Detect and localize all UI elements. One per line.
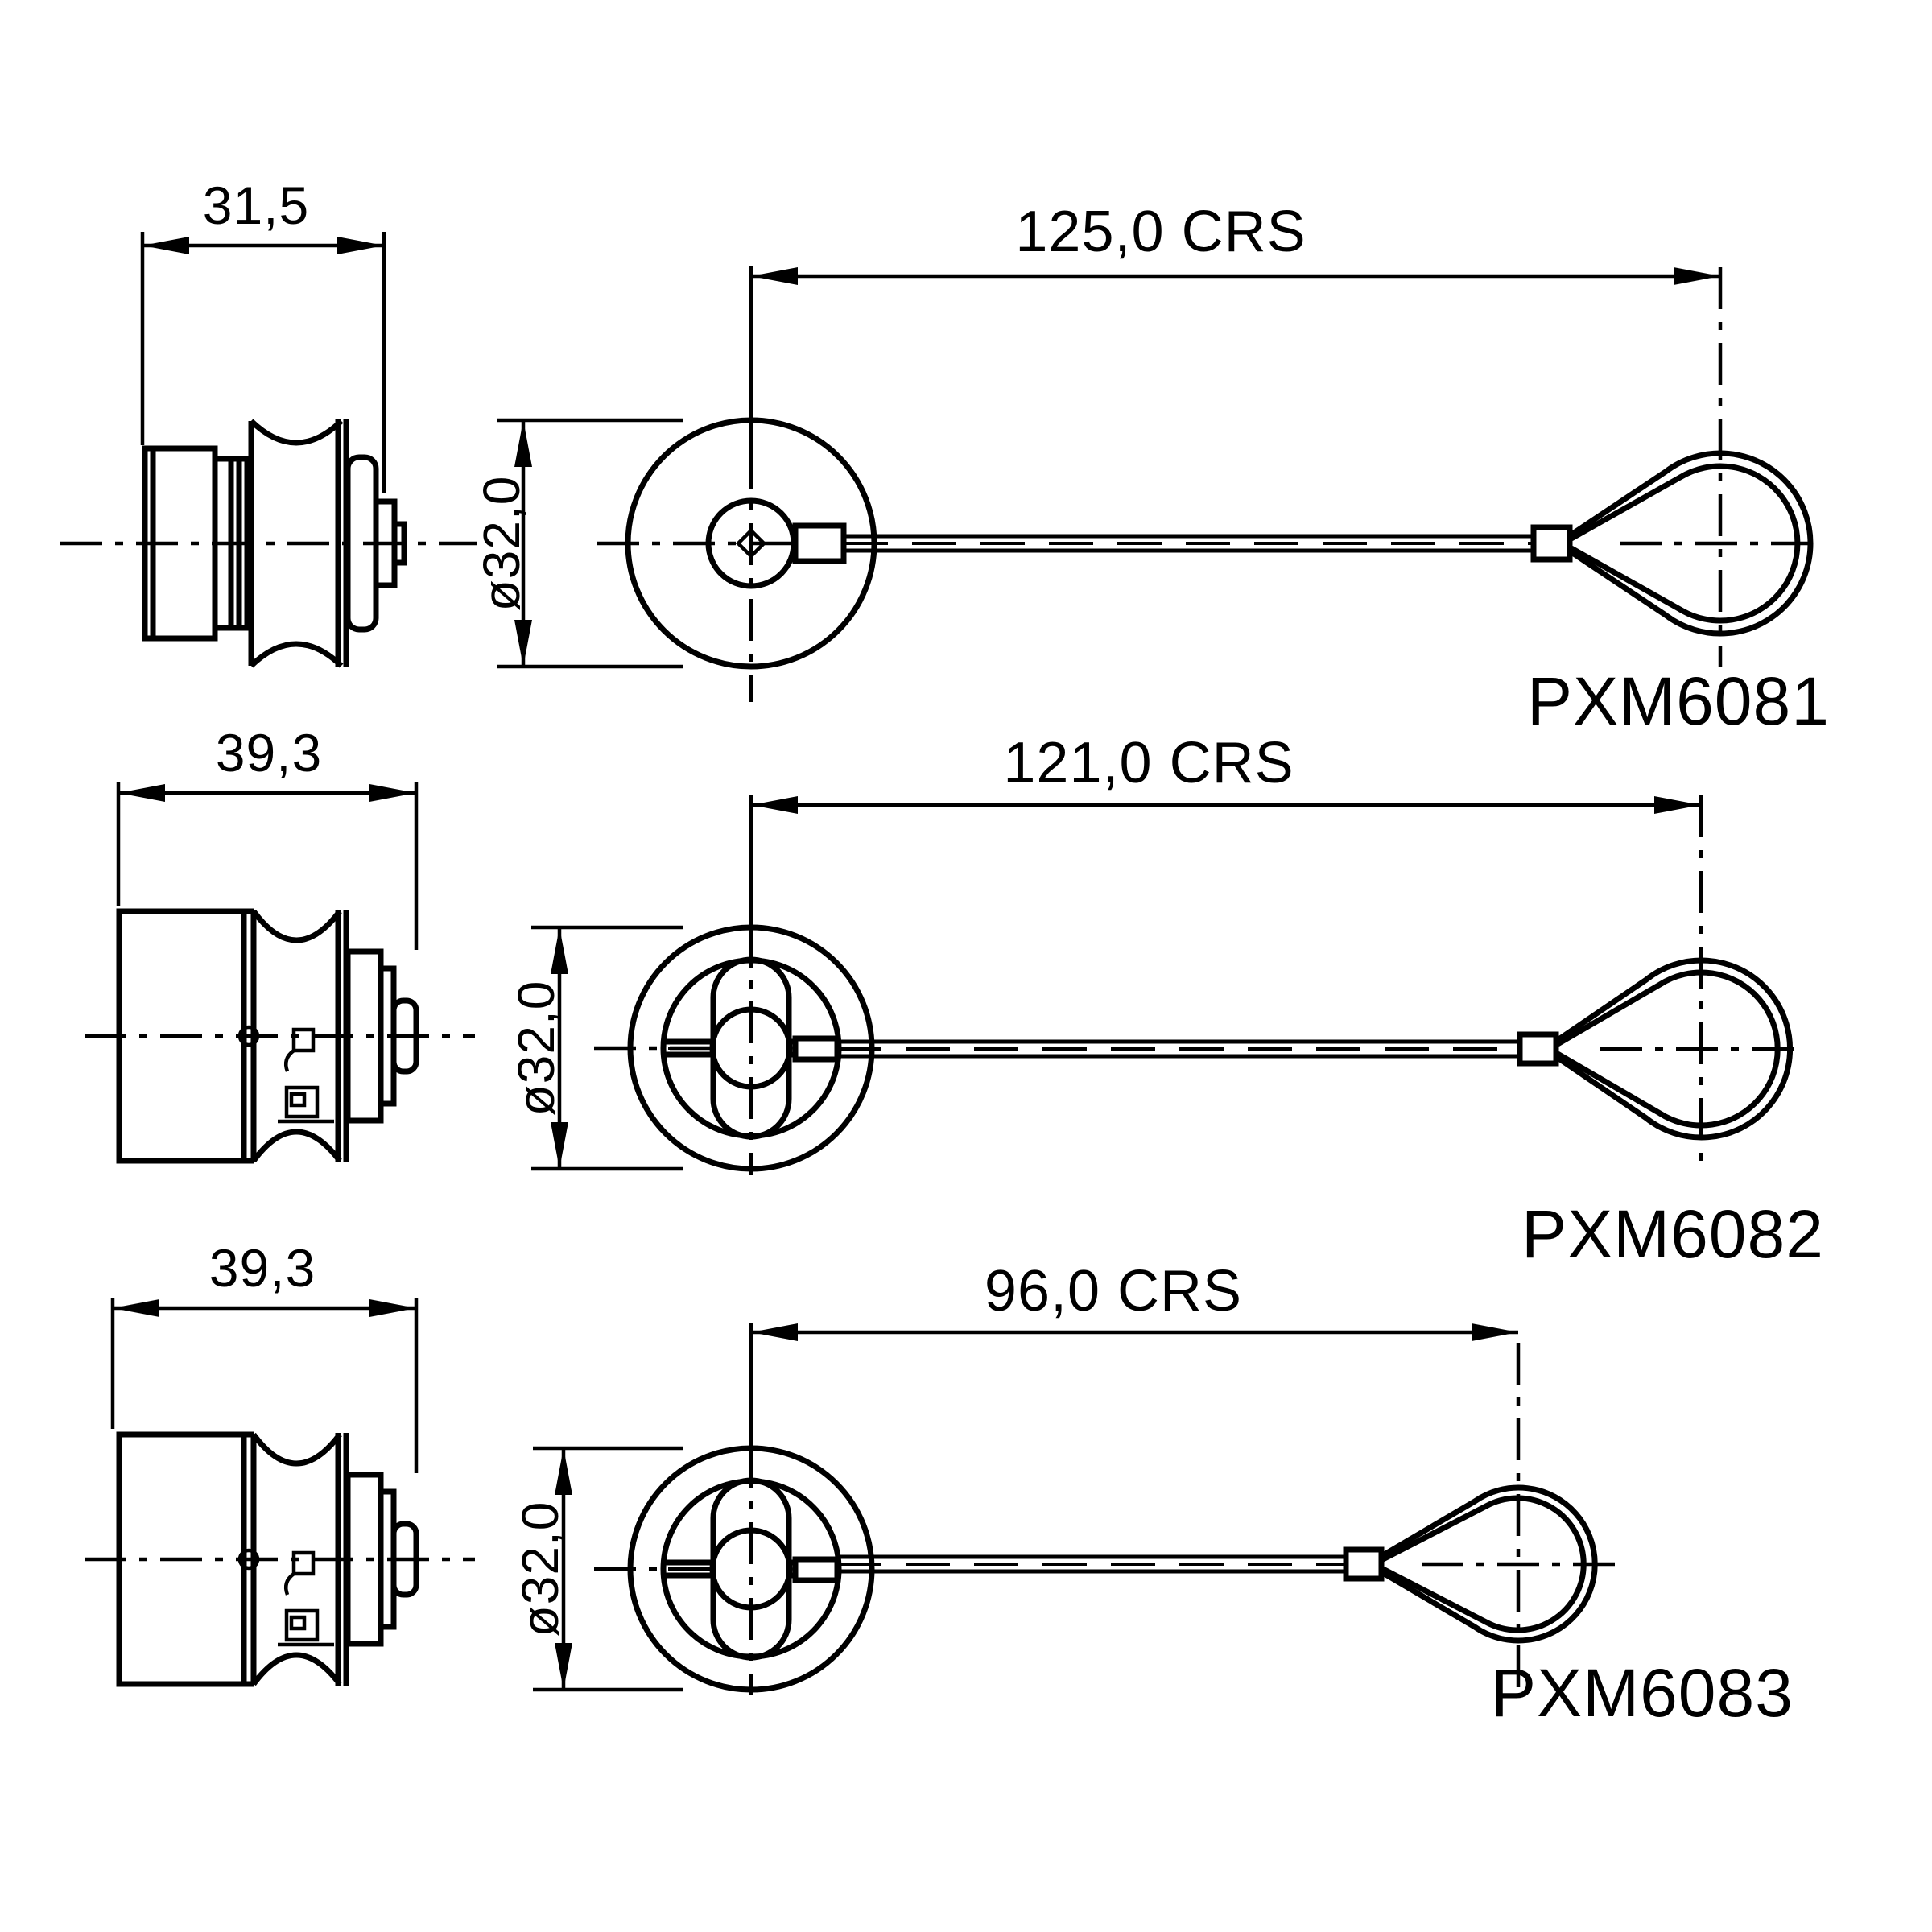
cap-body-rect: [116, 1431, 247, 1687]
part-number-label-3: PXM6083: [1491, 1655, 1794, 1731]
arrowhead-up: [551, 927, 568, 974]
arrowhead-up: [514, 420, 532, 467]
cable-crimp: [1343, 1546, 1385, 1582]
cable-crimp: [1517, 1031, 1559, 1067]
cap-body-rect: [116, 908, 247, 1164]
center-mark-circle: [237, 1548, 260, 1571]
cable-outline: [844, 534, 1534, 553]
lanyard-2: [792, 795, 1802, 1171]
spool-profile: [251, 1432, 342, 1686]
row-pxm6082: 39,3 ø32,0 121,0 CRS: [85, 723, 1824, 1272]
arrowhead-down: [551, 1122, 568, 1169]
arrowhead-right: [1654, 796, 1701, 814]
extension-lines: [140, 232, 386, 493]
front-view-cap-3: [594, 1323, 875, 1695]
diameter-dimension-3: ø32,0: [511, 1446, 683, 1692]
part-number-label-1: PXM6081: [1527, 663, 1830, 739]
diameter-dimension-1: ø32,0: [473, 418, 683, 669]
arrowhead-up: [555, 1448, 572, 1495]
arrowhead-left: [751, 267, 798, 285]
detail-hook: [284, 1572, 295, 1596]
rear-tip: [390, 997, 419, 1075]
lanyard-3: [792, 1343, 1618, 1690]
crs-dim-text: 121,0 CRS: [1003, 731, 1294, 795]
extension-lines: [531, 925, 683, 1171]
arrowhead-right: [337, 237, 384, 254]
arrowhead-right: [1674, 267, 1720, 285]
arrowhead-left: [751, 796, 798, 814]
arrowhead-left: [113, 1299, 159, 1317]
cap-body-double-edge: [244, 908, 257, 1164]
left-bar: [663, 1038, 713, 1058]
row-pxm6083: 39,3 ø32,0 96,0 CRS: [85, 1238, 1794, 1731]
diameter-dim-text: ø32,0: [507, 980, 565, 1117]
rear-tip: [390, 1521, 419, 1598]
side-view-cap-1: [60, 419, 477, 668]
length-dim-text: 39,3: [209, 1238, 316, 1298]
diameter-dimension-2: ø32,0: [507, 925, 683, 1171]
detail-mark-upper: [291, 1550, 316, 1576]
diameter-dim-text: ø32,0: [511, 1501, 569, 1637]
detail-hook: [284, 1049, 295, 1072]
lanyard-1: [792, 267, 1821, 667]
spool-profile: [251, 909, 342, 1163]
rear-tip: [391, 521, 407, 566]
detail-mark-inner: [289, 1092, 307, 1108]
cap-step-lines: [228, 459, 242, 628]
length-dimension-2: 39,3: [116, 723, 419, 950]
crs-dimension-1: 125,0 CRS: [751, 200, 1720, 285]
cable-crimp: [1530, 524, 1573, 563]
extension-lines: [533, 1446, 683, 1692]
crs-dimension-2: 121,0 CRS: [751, 731, 1701, 814]
crs-dim-text: 125,0 CRS: [1015, 200, 1306, 264]
arrowhead-right: [1472, 1323, 1518, 1341]
diameter-dim-text: ø32,0: [473, 476, 530, 612]
arrowhead-left: [142, 237, 189, 254]
cable-outline: [837, 1554, 1346, 1574]
length-dimension-1: 31,5: [140, 175, 386, 493]
length-dim-text: 39,3: [216, 723, 322, 782]
side-view-cap-3: [85, 1431, 475, 1687]
arrowhead-left: [751, 1323, 798, 1341]
extension-lines: [497, 418, 683, 669]
crs-dimension-3: 96,0 CRS: [751, 1259, 1518, 1341]
detail-mark-lower: [284, 1085, 320, 1119]
spool-profile: [249, 419, 344, 668]
detail-mark-upper: [291, 1027, 316, 1053]
side-view-cap-2: [85, 908, 475, 1164]
length-dimension-3: 39,3: [110, 1238, 419, 1473]
arrowhead-down: [555, 1643, 572, 1690]
row-pxm6081: 31,5 ø32,0 125,0 CRS: [60, 175, 1830, 739]
part-number-label-2: PXM6082: [1521, 1196, 1824, 1272]
length-dim-text: 31,5: [203, 175, 309, 235]
detail-mark-lower: [284, 1608, 320, 1642]
cap-body-double-edge: [244, 1431, 257, 1687]
arrowhead-right: [369, 784, 416, 802]
detail-mark-inner: [289, 1615, 307, 1631]
arrowhead-left: [118, 784, 165, 802]
extension-lines: [110, 1298, 419, 1473]
arrowhead-right: [369, 1299, 416, 1317]
arrowhead-down: [514, 620, 532, 667]
left-bar: [663, 1559, 713, 1579]
cable-outline: [837, 1039, 1520, 1059]
crs-dim-text: 96,0 CRS: [985, 1259, 1242, 1323]
center-mark-circle: [237, 1025, 260, 1047]
extension-lines: [116, 782, 419, 950]
